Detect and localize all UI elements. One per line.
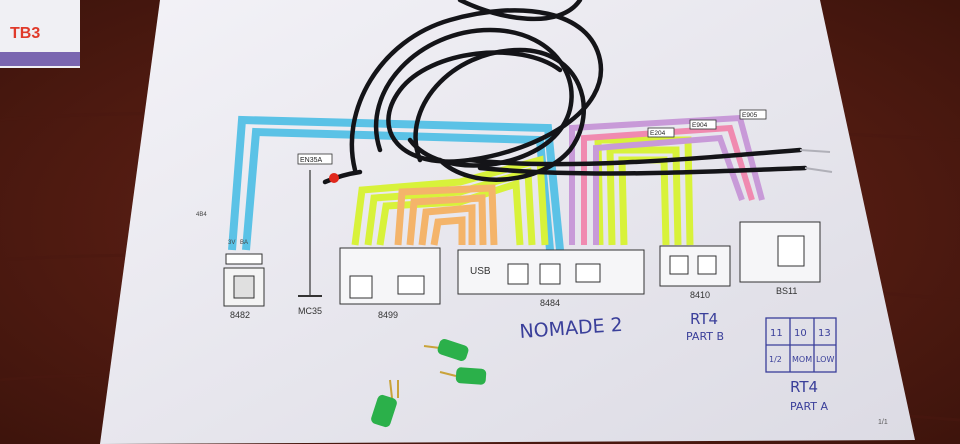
cable-end-1 bbox=[799, 149, 831, 153]
label-8410: 8410 bbox=[690, 290, 710, 300]
wire-tag-en35a: EN35A bbox=[300, 157, 323, 164]
connector-bs11: BS11 bbox=[739, 221, 821, 296]
label-8482: 8482 bbox=[230, 310, 250, 320]
mark-ba: BA bbox=[240, 240, 248, 246]
handwriting-rt4-part-b: RT4 bbox=[690, 310, 718, 328]
mark-4b4: 4B4 bbox=[196, 212, 207, 218]
corner-card: TB3 bbox=[0, 0, 80, 68]
grid-bottom-1: 1/2 bbox=[769, 355, 782, 364]
orange-wires bbox=[394, 184, 498, 246]
black-cable bbox=[322, 0, 808, 185]
handwriting-rt4: RT4 bbox=[790, 378, 818, 396]
mark-3v: 3V bbox=[228, 240, 235, 246]
ground-mc35: MC35 bbox=[298, 170, 322, 316]
green-pin-3 bbox=[371, 379, 399, 428]
label-bs11: BS11 bbox=[776, 286, 797, 296]
handwritten-grid bbox=[765, 317, 837, 373]
cable-red-tip bbox=[329, 173, 339, 183]
corner-card-text: TB3 bbox=[10, 25, 40, 42]
paper-sheet bbox=[100, 0, 915, 444]
connector-8410: 8410 bbox=[659, 245, 731, 300]
wire-tag-e904: E904 bbox=[692, 122, 708, 129]
label-mc35: MC35 bbox=[298, 306, 322, 316]
wire-tag-e204: E204 bbox=[650, 130, 666, 137]
grid-top-1: 11 bbox=[770, 328, 783, 339]
green-pin-1 bbox=[423, 339, 469, 361]
handwriting-part-a: PART A bbox=[790, 400, 829, 413]
wire-tags: EN35A E904 E905 E204 bbox=[297, 109, 767, 165]
connector-8484: USB 8484 bbox=[457, 249, 645, 308]
wire-tag-e905: E905 bbox=[742, 112, 758, 119]
green-pin-2 bbox=[439, 367, 487, 385]
grid-bottom-3: LOW bbox=[816, 355, 834, 364]
usb-label: USB bbox=[470, 266, 491, 277]
connector-8499: 8499 bbox=[339, 247, 441, 320]
connector-8482: 8482 bbox=[223, 253, 265, 320]
grid-top-3: 13 bbox=[818, 328, 831, 339]
grid-top-2: 10 bbox=[794, 328, 807, 339]
handwriting-part-b: PART B bbox=[686, 330, 724, 343]
cable-end-2 bbox=[804, 167, 833, 173]
label-8499: 8499 bbox=[378, 310, 398, 320]
grid-bottom-2: MOM bbox=[792, 355, 812, 364]
label-8484: 8484 bbox=[540, 298, 560, 308]
page-number: 1/1 bbox=[878, 419, 888, 426]
